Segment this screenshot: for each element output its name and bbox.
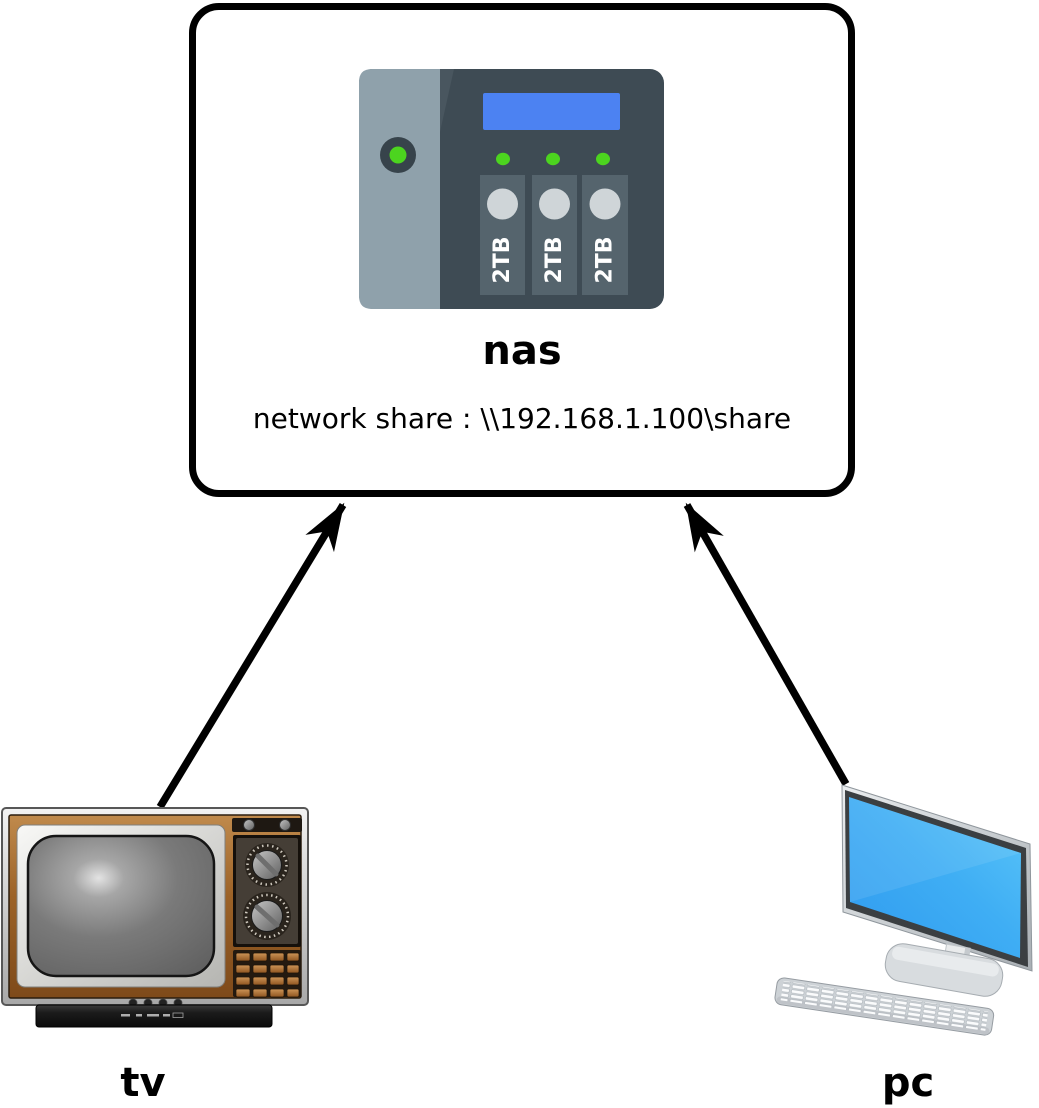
drive-capacity-label-2: 2TB bbox=[542, 236, 567, 283]
tv-channel-dial bbox=[245, 843, 289, 887]
nas-led-2 bbox=[546, 152, 560, 166]
pc-keyboard-keys bbox=[780, 980, 989, 1031]
nas-share-path-label: network share : \\192.168.1.100\share bbox=[252, 402, 792, 435]
pc-label: pc bbox=[881, 1060, 935, 1106]
tv-label: tv bbox=[120, 1060, 166, 1106]
tv-tuner-dial bbox=[243, 892, 291, 940]
nas-bay-knob-3 bbox=[589, 188, 621, 220]
tv-icon bbox=[1, 807, 309, 1028]
tv-button-grid bbox=[233, 950, 301, 998]
tv-screw-left bbox=[243, 819, 255, 831]
pc-keyboard bbox=[774, 977, 995, 1036]
tv-top-strip bbox=[232, 818, 302, 832]
nas-led-3 bbox=[596, 152, 610, 166]
nas-bay-knob-1 bbox=[487, 188, 518, 220]
pc-monitor-screen bbox=[849, 797, 1021, 958]
nas-power-led bbox=[389, 146, 407, 164]
drive-capacity-label-3: 2TB bbox=[593, 236, 618, 283]
arrow-pc-to-nas bbox=[683, 502, 850, 786]
nas-front-panel bbox=[359, 69, 440, 309]
nas-panel-shade bbox=[440, 69, 454, 132]
nas-node-box bbox=[189, 3, 855, 497]
nas-label: nas bbox=[482, 328, 562, 374]
pc-icon bbox=[774, 784, 1033, 1036]
arrow-tv-to-nas bbox=[156, 502, 347, 809]
nas-icon: 2TB 2TB 2TB bbox=[359, 69, 664, 309]
pc-screen-glare bbox=[849, 797, 1021, 902]
nas-lcd-screen bbox=[483, 93, 620, 130]
tv-pedestal-markings bbox=[121, 1012, 184, 1018]
drive-capacity-label-1: 2TB bbox=[490, 236, 515, 283]
tv-screw-right bbox=[279, 819, 291, 831]
pc-stand-base bbox=[884, 943, 1004, 997]
tv-crt-screen bbox=[26, 834, 216, 978]
nas-led-1 bbox=[496, 152, 510, 166]
nas-bay-knob-2 bbox=[539, 188, 570, 220]
